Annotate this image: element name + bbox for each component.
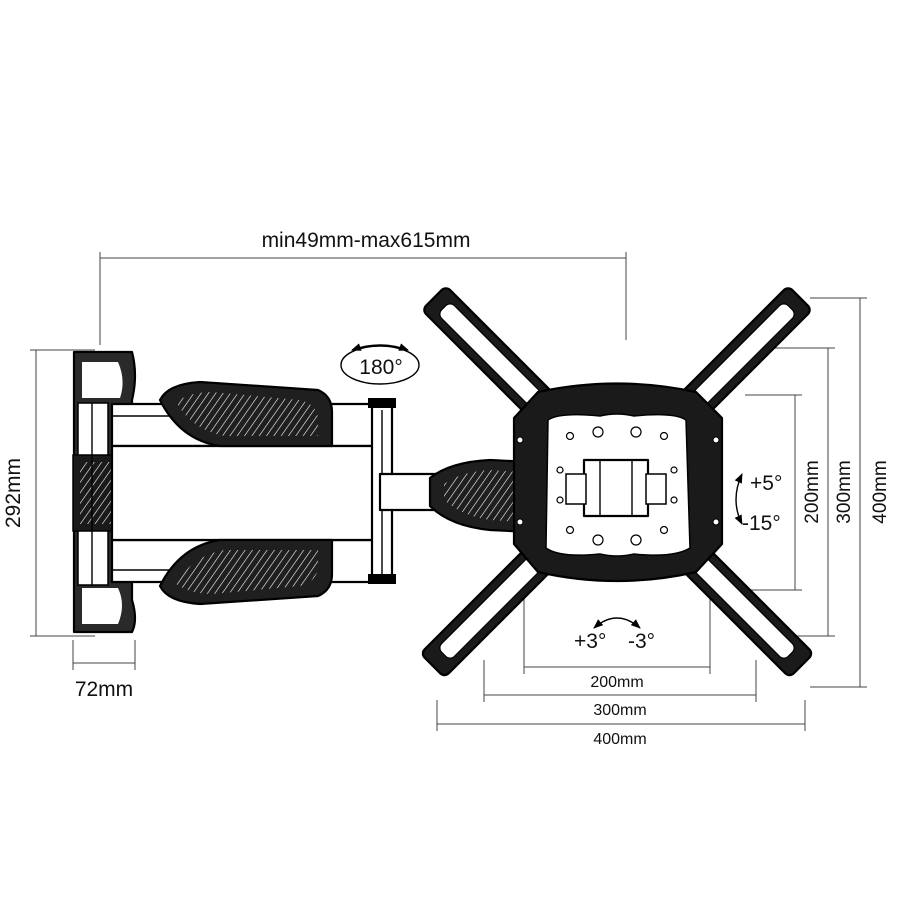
vesa-h-200-label: 200mm [590,674,643,691]
swivel-arms [110,380,532,606]
tilt-up-label: +5° [750,472,782,495]
swivel-angle-label: 180° [359,356,402,379]
vesa-bracket [421,287,813,677]
tilt-down-label: -15° [742,512,781,535]
vesa-h-400-label: 400mm [593,731,646,748]
angle-indicators [340,343,743,629]
vesa-v-300-label: 300mm [834,460,855,523]
extension-label: min49mm-max615mm [262,229,471,252]
vesa-v-400-label: 400mm [870,460,891,523]
wall-plate-depth-label: 72mm [75,678,133,701]
dimension-lines [30,252,867,731]
level-right-label: -3° [628,630,655,653]
level-left-label: +3° [574,630,606,653]
wall-plate-height-label: 292mm [2,458,25,528]
vesa-h-300-label: 300mm [593,702,646,719]
vesa-v-200-label: 200mm [802,460,823,523]
